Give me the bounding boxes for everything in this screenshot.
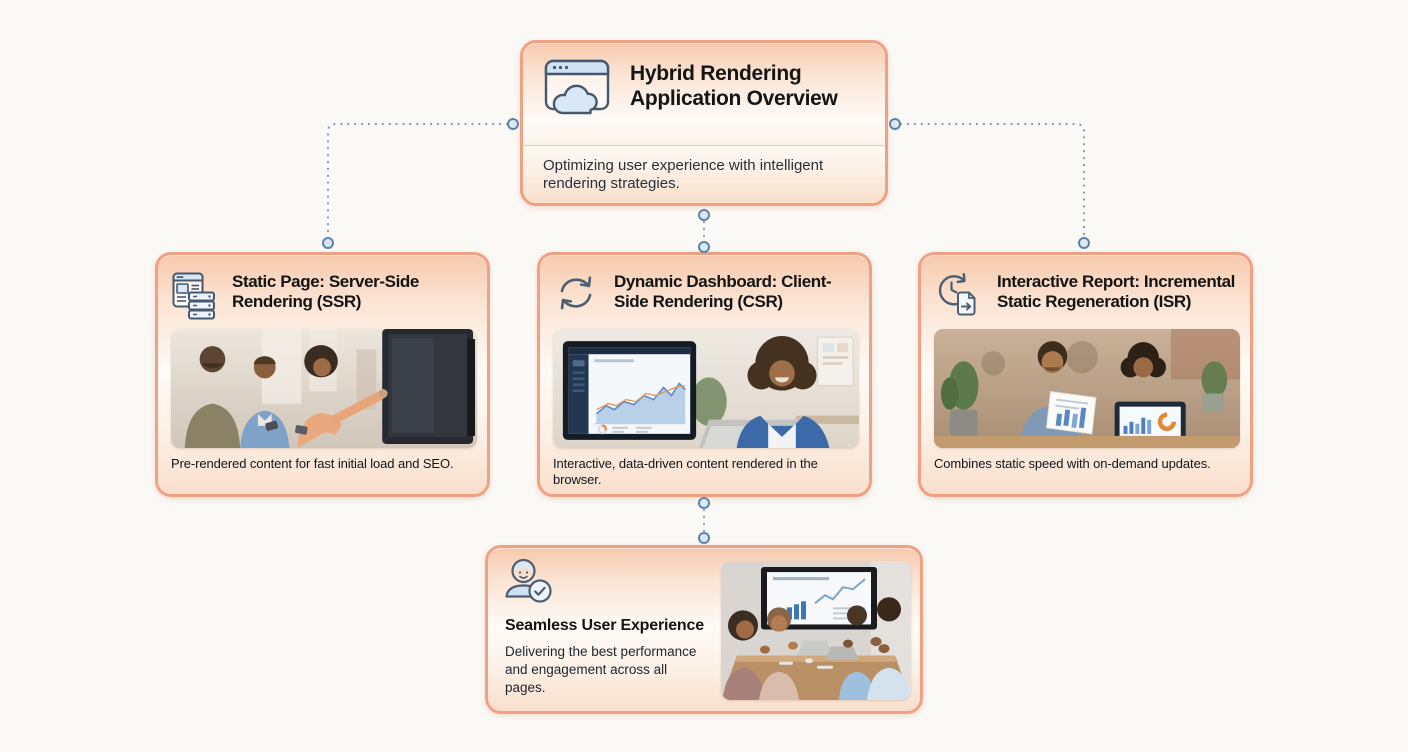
footer-node-title: Seamless User Experience [505, 617, 704, 634]
node-photo-csr [553, 329, 859, 448]
node-caption-csr: Interactive, data-driven content rendere… [553, 456, 818, 488]
node-header-ssr: Static Page: Server-Side Rendering (SSR) [172, 270, 479, 320]
node-title-isr: Interactive Report: Incremental Static R… [997, 272, 1235, 312]
node-photo-isr [934, 329, 1240, 448]
root-node-title: Hybrid Rendering Application Overview [630, 62, 838, 110]
node-title-ssr: Static Page: Server-Side Rendering (SSR) [232, 272, 419, 312]
root-node-card[interactable]: Hybrid Rendering Application Overview Op… [520, 40, 888, 206]
node-card-ssr[interactable]: Static Page: Server-Side Rendering (SSR) [155, 252, 490, 497]
node-card-isr[interactable]: Interactive Report: Incremental Static R… [918, 252, 1253, 497]
node-card-csr[interactable]: Dynamic Dashboard: Client-Side Rendering… [537, 252, 872, 497]
footer-node-card[interactable]: Seamless User Experience Delivering the … [485, 545, 923, 714]
refresh-cycle-icon [554, 272, 598, 314]
connector-csr-footer [698, 497, 710, 544]
node-caption-ssr: Pre-rendered content for fast initial lo… [171, 456, 454, 471]
history-document-icon [935, 272, 981, 318]
connector-root-ssr [322, 118, 519, 249]
footer-node-photo [721, 561, 911, 700]
footer-node-description: Delivering the best performance and enga… [505, 644, 697, 695]
node-photo-ssr [171, 329, 477, 448]
node-title-csr: Dynamic Dashboard: Client-Side Rendering… [614, 272, 832, 312]
root-node-footer: Optimizing user experience with intellig… [523, 145, 885, 203]
node-caption-isr: Combines static speed with on-demand upd… [934, 456, 1211, 471]
connector-root-csr [698, 209, 710, 253]
webpage-server-icon [172, 272, 216, 320]
user-check-icon [503, 557, 555, 605]
root-node-header: Hybrid Rendering Application Overview [523, 43, 885, 116]
browser-cloud-icon [544, 58, 610, 116]
connector-root-isr [889, 118, 1090, 249]
node-header-isr: Interactive Report: Incremental Static R… [935, 270, 1242, 318]
node-header-csr: Dynamic Dashboard: Client-Side Rendering… [554, 270, 861, 314]
root-node-description: Optimizing user experience with intellig… [543, 157, 824, 193]
